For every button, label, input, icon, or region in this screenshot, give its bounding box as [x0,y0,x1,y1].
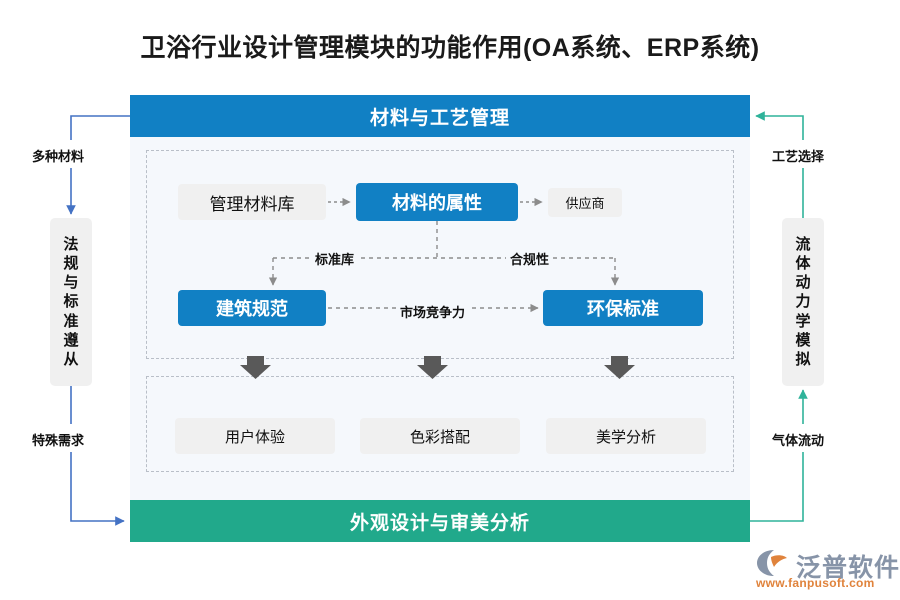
logo-url: www.fanpusoft.com [756,576,875,590]
bar-material-process-management[interactable]: 材料与工艺管理 [130,95,750,137]
label-gas-flow: 气体流动 [772,433,825,448]
node-user-experience[interactable]: 用户体验 [175,418,335,454]
brand-logo[interactable]: 泛普软件 www.fanpusoft.com [752,548,899,594]
label-craft-selection: 工艺选择 [772,149,825,164]
label-market-competitiveness: 市场竞争力 [396,302,470,321]
node-aesthetic-analysis[interactable]: 美学分析 [546,418,706,454]
label-multi-material: 多种材料 [32,149,85,164]
logo-name: 泛普软件 [796,554,900,582]
node-supplier[interactable]: 供应商 [548,188,622,217]
node-material-attributes[interactable]: 材料的属性 [356,183,518,221]
node-material-library[interactable]: 管理材料库 [178,184,326,220]
label-compliance: 合规性 [506,249,554,268]
node-eco-standard[interactable]: 环保标准 [543,290,703,326]
node-building-code[interactable]: 建筑规范 [178,290,326,326]
side-box-left-label: 法规与标准遵从 [63,235,79,368]
material-section-border [146,150,734,359]
label-special-demand: 特殊需求 [32,433,85,448]
node-color-matching[interactable]: 色彩搭配 [360,418,520,454]
bar-appearance-aesthetics[interactable]: 外观设计与审美分析 [130,500,750,542]
page-title: 卫浴行业设计管理模块的功能作用(OA系统、ERP系统) [140,34,760,62]
side-box-regulation-compliance[interactable]: 法规与标准遵从 [50,218,92,386]
side-box-fluid-dynamics-simulation[interactable]: 流体动力学模拟 [782,218,824,386]
fanpu-logo-icon [757,550,787,576]
label-standard-library: 标准库 [311,249,359,268]
side-box-right-label: 流体动力学模拟 [795,235,811,368]
